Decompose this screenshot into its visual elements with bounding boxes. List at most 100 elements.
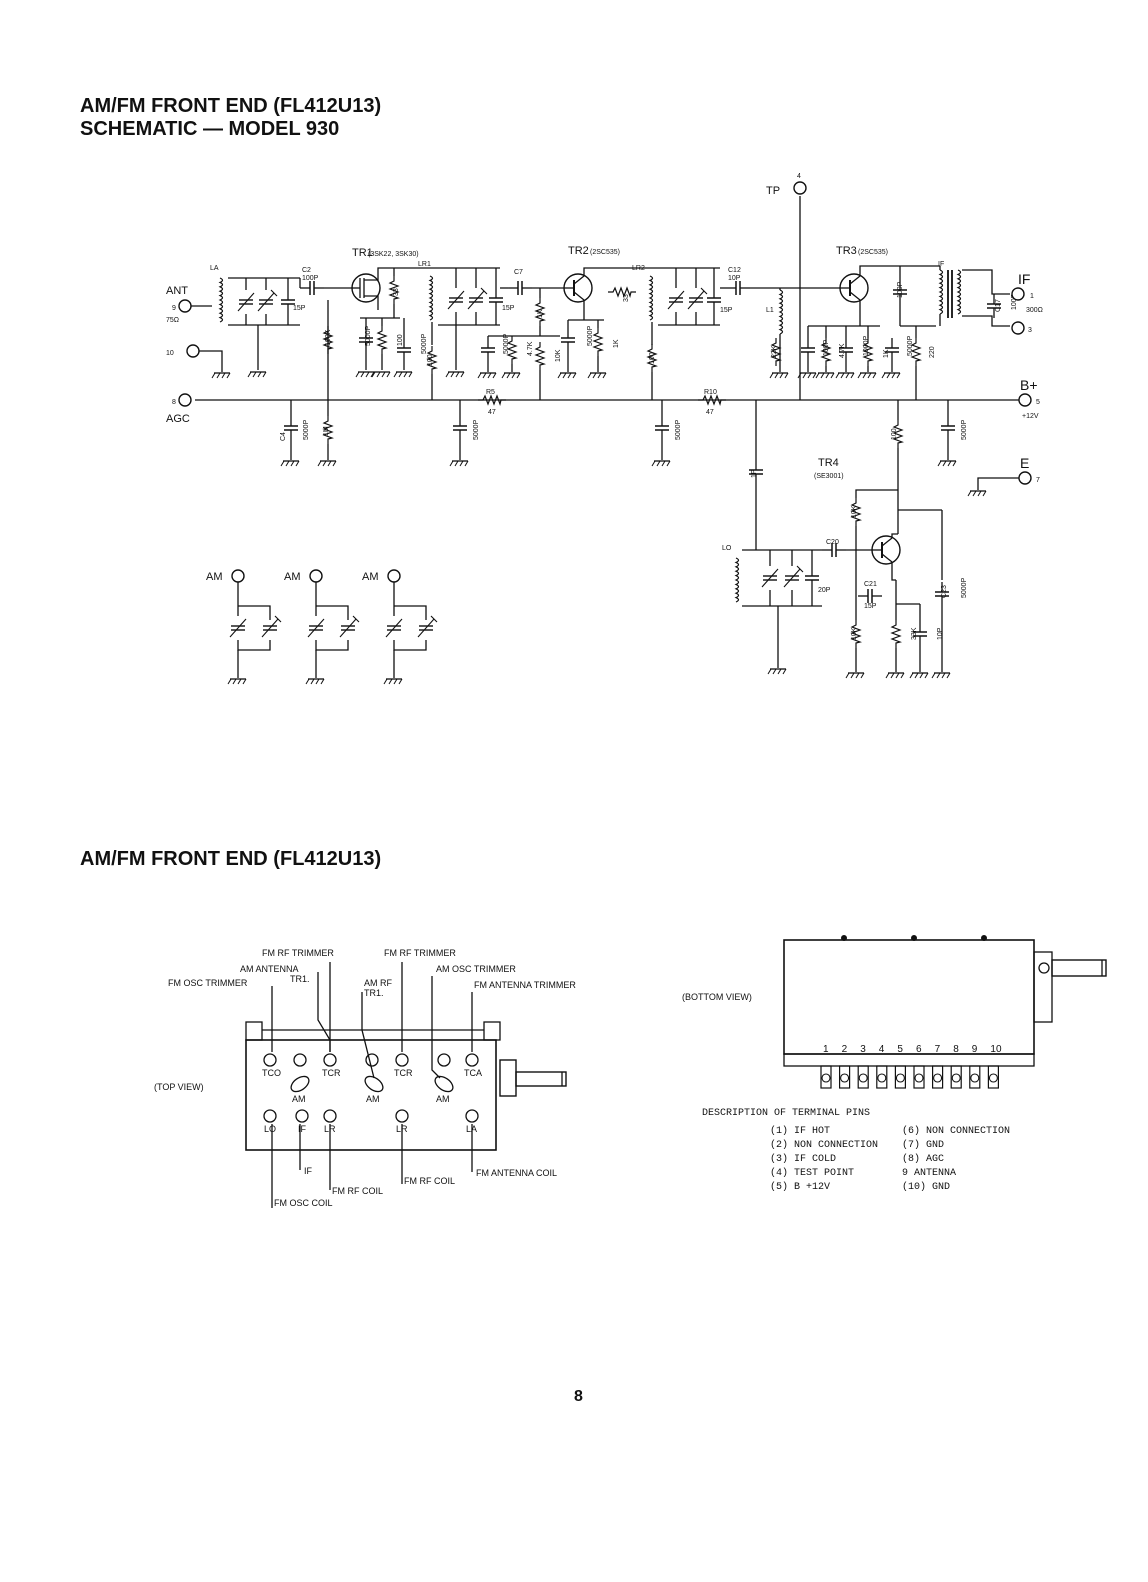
table-row: (1) IF HOT (6) NON CONNECTION — [770, 1126, 1034, 1140]
tr2-transistor — [563, 273, 593, 303]
c25-value: 5000P — [421, 333, 428, 354]
agc-pin-number: 8 — [172, 399, 176, 406]
top-am-label-1: AM — [292, 1094, 306, 1104]
terminal-pin-description: DESCRIPTION OF TERMINAL PINS (1) IF HOT(… — [702, 1108, 1034, 1196]
c23-label: C23 — [941, 585, 948, 598]
agc-terminal-circle — [178, 393, 192, 407]
c2-value: 100P — [302, 275, 319, 282]
fm-antenna-coil-callout: FM ANTENNA COIL — [476, 1168, 557, 1178]
r20-resistor — [607, 287, 637, 297]
c2-label: C2 — [302, 267, 311, 274]
r14-value: 220 — [929, 346, 936, 358]
c16-value: 5000P — [907, 335, 914, 356]
pin-desc-cell: (5) B +12V — [770, 1182, 831, 1193]
la-label: LA — [210, 265, 219, 272]
if-transformer-primary — [939, 269, 944, 315]
pin-8 — [950, 1065, 962, 1089]
tr4-transistor — [871, 535, 901, 565]
r10-label: R10 — [704, 389, 717, 396]
fm-rf-coil-callout-2: FM RF COIL — [404, 1176, 455, 1186]
r15-value: 10K — [851, 505, 858, 518]
lr1-coil — [429, 275, 434, 321]
pin-4 — [876, 1065, 888, 1089]
if-label: IF — [1018, 271, 1030, 287]
c19-value: 1P — [751, 469, 758, 478]
c11-capacitor — [706, 287, 722, 313]
r3-value: 100 — [397, 334, 404, 346]
pin-number-1: 1 — [823, 1044, 829, 1055]
tp-pin-number: 4 — [797, 173, 801, 180]
page-title-line-2: SCHEMATIC — MODEL 930 — [80, 118, 340, 140]
lr2-label: LR2 — [632, 265, 645, 272]
c7-label: C7 — [514, 269, 523, 276]
pin-solder-1 — [821, 1073, 831, 1083]
c9-capacitor — [560, 327, 576, 353]
pin-desc-cell: 9 ANTENNA — [902, 1168, 957, 1179]
page-number: 8 — [574, 1388, 583, 1405]
pin-number-7: 7 — [935, 1044, 941, 1055]
agc-label: AGC — [166, 413, 190, 425]
r21-value: 100 — [649, 352, 656, 364]
c15-value: 100P — [897, 281, 904, 298]
fm-osc-coil-callout: FM OSC COIL — [274, 1198, 333, 1208]
bplus-terminal-circle — [1018, 393, 1032, 407]
terminal-pin-description-heading: DESCRIPTION OF TERMINAL PINS — [702, 1108, 871, 1119]
if-impedance: 300Ω — [1026, 307, 1043, 314]
l1-coil — [779, 289, 784, 335]
trimmer-label-tco: TCO — [262, 1068, 281, 1078]
am-osc-trimmer-callout: AM OSC TRIMMER — [436, 964, 516, 974]
la-coil — [219, 277, 224, 323]
trimmer-label-tca: TCA — [464, 1068, 482, 1078]
am-variable-cap-group-3 — [383, 569, 438, 685]
pin-number-4: 4 — [879, 1044, 885, 1055]
c10-value: 5000P — [675, 419, 682, 440]
c1-label: 15P — [293, 305, 306, 312]
c12-value: 10P — [728, 275, 741, 282]
pin-solder-9 — [970, 1073, 980, 1083]
coil-label-if: IF — [298, 1124, 307, 1134]
c21-value: 15P — [864, 603, 877, 610]
am-variable-cap-group-1 — [227, 569, 282, 685]
r11-value: 22K — [771, 345, 778, 358]
fm-mix-trimmer-cap — [687, 287, 708, 310]
pin-3 — [857, 1065, 869, 1089]
c10-capacitor — [654, 415, 670, 441]
ant-label: ANT — [166, 285, 188, 297]
top-am-label-2: AM — [366, 1094, 380, 1104]
pin-number-10: 10 — [990, 1044, 1002, 1055]
fm-rf-trimmer-cap — [467, 287, 488, 310]
am-antenna-callout: AM ANTENNA — [240, 964, 299, 974]
r5-value: 47 — [488, 409, 496, 416]
r20-value: 33 — [623, 294, 630, 302]
c4-label: C4 — [280, 432, 287, 441]
c12-capacitor — [725, 280, 751, 296]
c24-capacitor — [940, 415, 956, 441]
if-coil-label: IF — [938, 261, 944, 268]
r9-value: 1K — [613, 339, 620, 348]
c2-capacitor — [299, 280, 325, 296]
c11-value: 15P — [720, 307, 733, 314]
am-label-2: AM — [284, 571, 301, 583]
pin-solder-5 — [895, 1073, 905, 1083]
r10-value: 47 — [706, 409, 714, 416]
pin-solder-2 — [840, 1073, 850, 1083]
pin-solder-4 — [877, 1073, 887, 1083]
terminal-10-label: 10 — [166, 350, 174, 357]
pin-number-9: 9 — [972, 1044, 978, 1055]
pin-desc-cell: (1) IF HOT — [770, 1126, 831, 1137]
if-coil-callout: IF — [304, 1166, 313, 1176]
tp-terminal-circle — [793, 181, 807, 195]
c5-value: 5000P — [473, 419, 480, 440]
pin-desc-cell: (8) AGC — [902, 1154, 945, 1165]
terminal-pin-table: (1) IF HOT(6) NON CONNECTION (2) NON CON… — [770, 1126, 1034, 1196]
pin-number-8: 8 — [953, 1044, 959, 1055]
r8-value: 10K — [555, 349, 562, 362]
r2-value: 1M — [323, 426, 330, 436]
bottom-view-module — [783, 935, 1107, 1067]
trimmer-cap-1 — [257, 289, 278, 312]
pin-desc-cell: (6) NON CONNECTION — [902, 1126, 1011, 1137]
r17-resistor — [891, 619, 901, 649]
fm-rf-coil-callout-1: FM RF COIL — [332, 1186, 383, 1196]
trimmer-label-tcr-2: TCR — [394, 1068, 413, 1078]
